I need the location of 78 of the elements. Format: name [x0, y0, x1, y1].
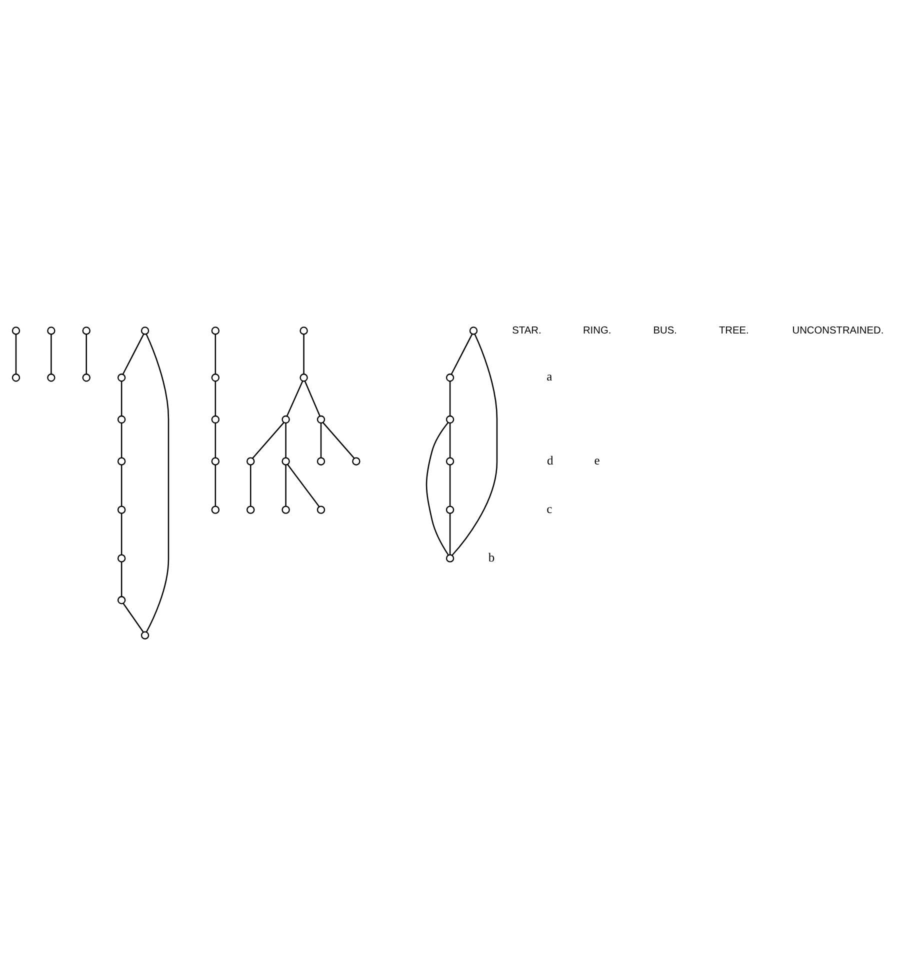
- connector: [214, 464, 216, 506]
- connector: [146, 334, 170, 632]
- connector: [86, 334, 87, 374]
- node-circle: [140, 326, 150, 335]
- node-circle: [446, 415, 454, 424]
- connector: [426, 422, 449, 556]
- node-circle: [300, 326, 308, 335]
- connector: [304, 380, 320, 416]
- node-circle: [117, 374, 126, 382]
- connector: [449, 423, 451, 458]
- node-circle: [47, 326, 56, 335]
- connector: [120, 562, 122, 596]
- label: BUS.: [653, 325, 677, 336]
- node-circle: [82, 326, 90, 335]
- connector: [122, 334, 144, 375]
- connector: [449, 464, 451, 506]
- node-circle: [352, 457, 360, 466]
- connector: [120, 423, 122, 458]
- node-circle: [211, 415, 220, 424]
- connector: [287, 464, 320, 508]
- node-circle: [316, 415, 326, 424]
- node-circle: [282, 457, 290, 466]
- node-circle: [446, 374, 454, 382]
- node-circle: [300, 374, 308, 382]
- node-circle: [211, 374, 220, 382]
- node-circle: [117, 554, 126, 562]
- connector: [320, 423, 322, 458]
- connector: [322, 422, 355, 459]
- node-circle: [316, 506, 326, 514]
- connector: [120, 513, 122, 555]
- label: STAR.: [512, 325, 542, 336]
- connector: [452, 334, 498, 556]
- node-circle: [12, 326, 20, 335]
- node-circle: [47, 374, 56, 382]
- label: d: [547, 453, 554, 468]
- node-circle: [117, 596, 126, 604]
- connector: [15, 334, 17, 374]
- connector: [285, 464, 286, 506]
- connector: [120, 381, 122, 416]
- node-circle: [446, 506, 454, 514]
- node-circle: [82, 374, 90, 382]
- node-circle: [446, 457, 454, 466]
- node-circle: [117, 506, 126, 514]
- label: e: [594, 453, 600, 468]
- connector: [285, 423, 286, 458]
- node-circle: [282, 415, 290, 424]
- node-circle: [246, 457, 255, 466]
- connector: [120, 464, 122, 506]
- label: TREE.: [718, 325, 749, 336]
- connector: [50, 334, 52, 374]
- label: RING.: [582, 325, 612, 336]
- connector: [252, 422, 284, 459]
- node-circle: [446, 554, 454, 562]
- node-circle: [12, 374, 20, 382]
- connector: [450, 334, 473, 375]
- node-circle: [117, 457, 126, 466]
- node-circle: [246, 506, 255, 514]
- node-circle: [211, 506, 220, 514]
- node-circle: [211, 457, 220, 466]
- label: b: [488, 550, 495, 564]
- connector: [449, 513, 451, 555]
- connector: [449, 381, 451, 416]
- node-circle: [316, 457, 326, 466]
- connector: [286, 380, 304, 416]
- node-circle: [469, 326, 478, 335]
- connector: [303, 334, 304, 374]
- connector: [214, 334, 216, 374]
- connector: [122, 603, 144, 632]
- node-circle: [211, 326, 220, 335]
- connector: [214, 423, 216, 458]
- connector: [214, 381, 216, 416]
- node-circle: [117, 415, 126, 424]
- connector: [250, 464, 252, 506]
- node-circle: [140, 631, 150, 640]
- label: UNCONSTRAINED.: [792, 325, 884, 336]
- label: a: [546, 370, 552, 384]
- node-circle: [282, 506, 290, 514]
- label: c: [546, 502, 552, 516]
